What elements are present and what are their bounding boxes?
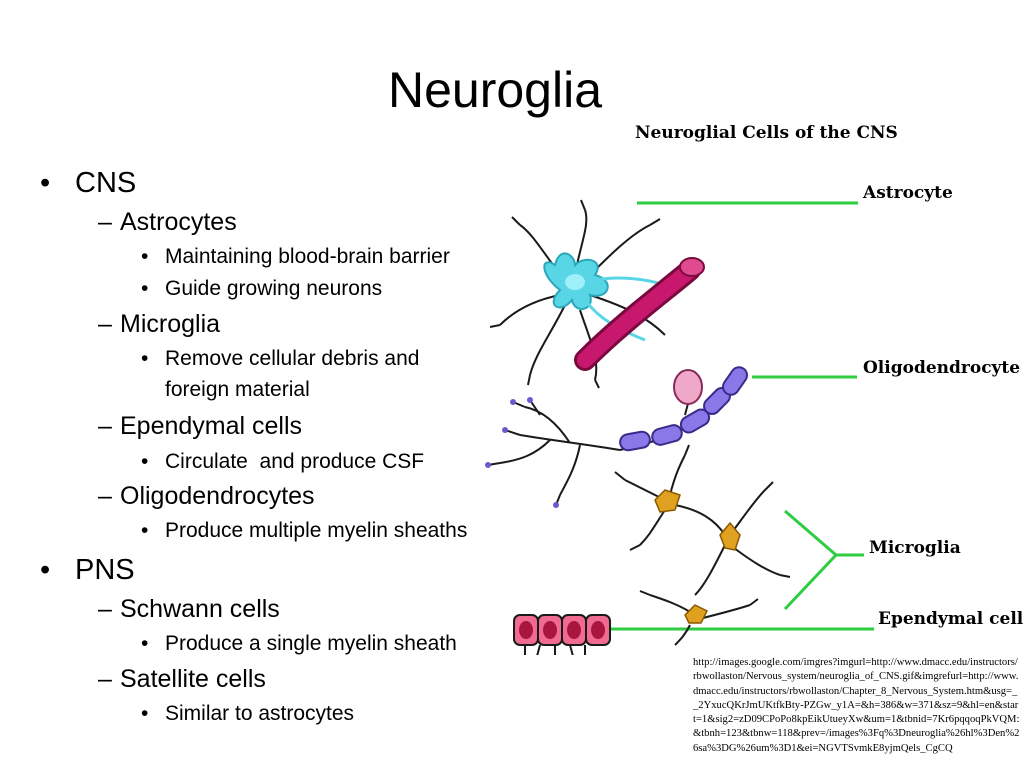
bullet-text: Circulate and produce CSF (165, 450, 425, 473)
oligodendrocyte-cell (485, 366, 749, 508)
bullet-label: Ependymal cells (120, 412, 303, 440)
figure-caption: Neuroglial Cells of the CNS (635, 123, 898, 143)
slide-title: Neuroglia (387, 62, 602, 118)
label-microglia: Microglia (869, 538, 961, 558)
dash-marker: – (98, 595, 112, 623)
bullet-text: Similar to astrocytes (165, 702, 355, 725)
bullet-label: Satellite cells (120, 665, 266, 693)
bullet-label: Oligodendrocytes (120, 482, 315, 510)
bullet-label: CNS (75, 167, 137, 199)
dash-marker: – (98, 208, 112, 236)
astrocyte-cell (489, 199, 681, 389)
bullet-marker: • (141, 245, 149, 268)
bullet-marker: • (141, 450, 149, 473)
bullet-marker: • (40, 167, 51, 199)
dash-marker: – (98, 412, 112, 440)
ependymal-cells (513, 614, 611, 655)
blood-vessel (574, 257, 705, 371)
image-source-url: http://images.google.com/imgres?imgurl=h… (693, 657, 1020, 754)
bullet-marker: • (141, 702, 149, 725)
label-oligodendrocyte: Oligodendrocyte (863, 358, 1020, 378)
bullet-label: Microglia (120, 310, 221, 338)
bullet-marker: • (141, 347, 149, 370)
neuroglia-figure: Neuroglial Cells of the CNS Astrocyte Ol… (485, 123, 1024, 655)
bullet-marker: • (141, 632, 149, 655)
bullet-marker: • (141, 519, 149, 542)
bullet-text: Remove cellular debris and foreign mater… (165, 347, 420, 401)
bullet-marker: • (40, 554, 51, 586)
bullet-label: Schwann cells (120, 595, 280, 623)
bullet-text: Guide growing neurons (165, 277, 383, 300)
label-astrocyte: Astrocyte (862, 183, 953, 203)
bullet-label: PNS (75, 554, 135, 586)
bullet-text: Produce multiple myelin sheaths (165, 519, 468, 542)
dash-marker: – (98, 665, 112, 693)
bullet-marker: • (141, 277, 149, 300)
dash-marker: – (98, 310, 112, 338)
bullet-label: Astrocytes (120, 208, 237, 236)
bullet-text: Produce a single myelin sheath (165, 632, 457, 655)
dash-marker: – (98, 482, 112, 510)
label-ependymal-cells: Ependymal cells (878, 609, 1024, 629)
microglia-cells (614, 444, 791, 646)
leader-lines (520, 201, 874, 631)
bullet-text: Maintaining blood-brain barrier (165, 245, 450, 268)
bullet-outline: • CNS – Astrocytes • Maintaining blood-b… (40, 167, 467, 725)
